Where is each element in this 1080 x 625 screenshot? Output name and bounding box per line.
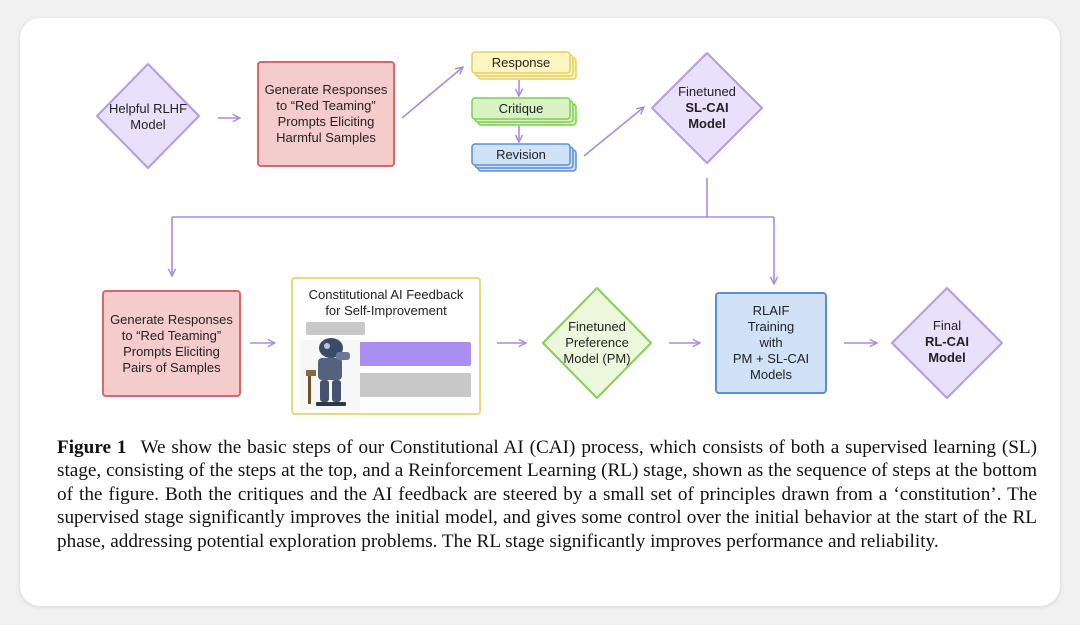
rlaif-box bbox=[715, 292, 827, 394]
revision-stack bbox=[471, 143, 577, 172]
chat-bubble-purple bbox=[359, 342, 471, 366]
final-bold: RL-CAI Model bbox=[924, 334, 970, 365]
chat-bubble-gray-top bbox=[306, 322, 365, 335]
revision-label: Revision bbox=[496, 146, 546, 162]
arrow-5 bbox=[583, 107, 644, 157]
finetuned-sl-label: Finetuned SL-CAI Model bbox=[652, 84, 762, 132]
generate-pairs-label: Generate Responses to “Red Teaming” Prom… bbox=[110, 312, 233, 375]
robot-illustration bbox=[300, 338, 360, 410]
finetuned-sl-bold: SL-CAI Model bbox=[685, 100, 729, 131]
helpful-model-label: Helpful RLHF Model bbox=[108, 101, 188, 132]
generate-harmful-box bbox=[257, 61, 395, 167]
final-rl-label: Final RL-CAI Model bbox=[892, 318, 1002, 366]
chat-bubble-gray-bottom bbox=[359, 373, 471, 397]
generate-harmful-label: Generate Responses to “Red Teaming” Prom… bbox=[264, 82, 388, 145]
rlaif-label: RLAIF Training with PM + SL-CAI Models bbox=[732, 303, 810, 382]
response-label: Response bbox=[491, 54, 551, 70]
arrow-2 bbox=[401, 67, 463, 119]
pm-diamond bbox=[542, 287, 652, 399]
critique-stack bbox=[471, 97, 577, 126]
response-stack bbox=[471, 51, 577, 80]
caption-text: We show the basic steps of our Constitut… bbox=[57, 437, 1037, 552]
final-top: Final bbox=[932, 318, 962, 333]
critique-label: Critique bbox=[498, 100, 544, 116]
connector-lines bbox=[172, 178, 774, 284]
helpful-model-diamond bbox=[96, 63, 200, 169]
cai-feedback-title: Constitutional AI Feedback for Self-Impr… bbox=[308, 287, 464, 318]
finetuned-sl-top: Finetuned bbox=[678, 84, 736, 99]
figure-label: Figure 1 bbox=[57, 437, 127, 458]
finetuned-sl-diamond bbox=[651, 52, 763, 164]
pm-label: Finetuned Preference Model (PM) bbox=[563, 319, 631, 366]
final-rl-diamond bbox=[891, 287, 1003, 399]
generate-pairs-box bbox=[102, 290, 241, 397]
